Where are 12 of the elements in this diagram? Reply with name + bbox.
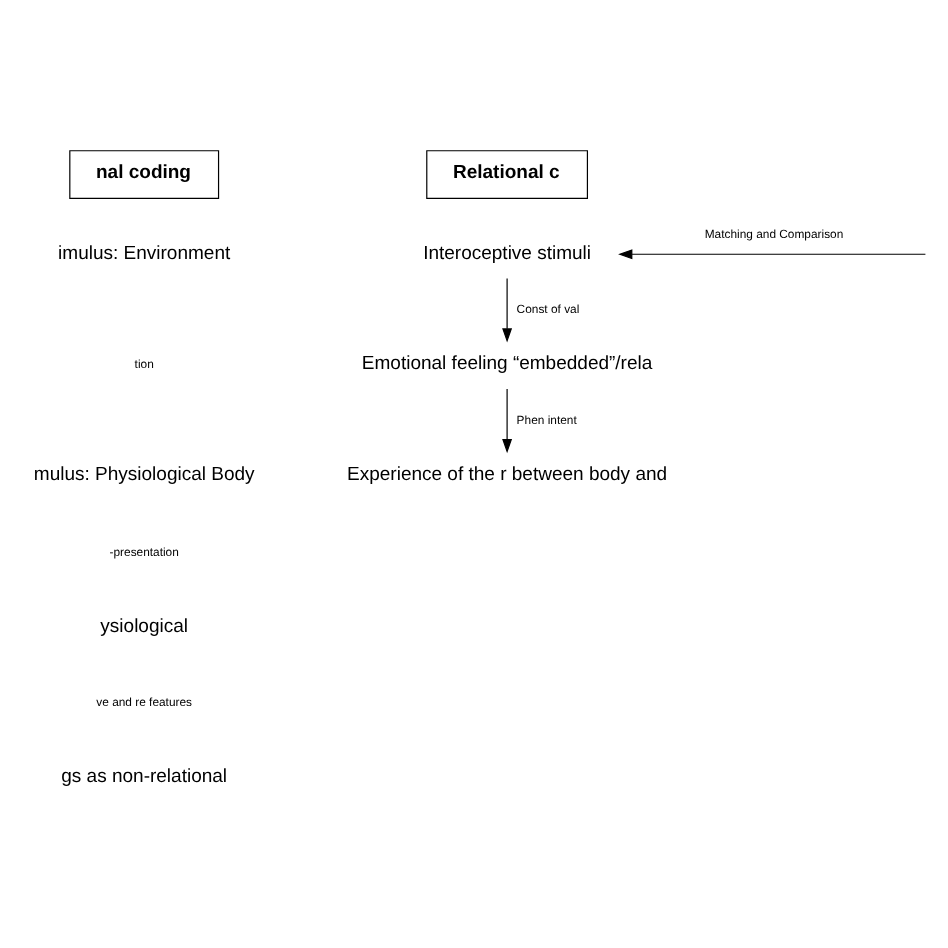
label: mulus: Physiological Body <box>33 463 255 486</box>
node-text: Experience of the r between body and <box>347 463 668 486</box>
arrow <box>502 276 513 342</box>
label: imulus: Environment <box>58 241 231 264</box>
label: ysiological <box>100 615 189 638</box>
arrow <box>502 387 513 453</box>
node-text: Interoceptive stimuli <box>423 241 592 264</box>
node-text: Emotional feeling “embedded”/rela <box>361 352 653 375</box>
label: gs as non-relational <box>61 765 228 788</box>
node-box: nal coding <box>69 149 220 198</box>
arrow <box>618 248 926 259</box>
node-box: Relational c <box>426 149 588 198</box>
